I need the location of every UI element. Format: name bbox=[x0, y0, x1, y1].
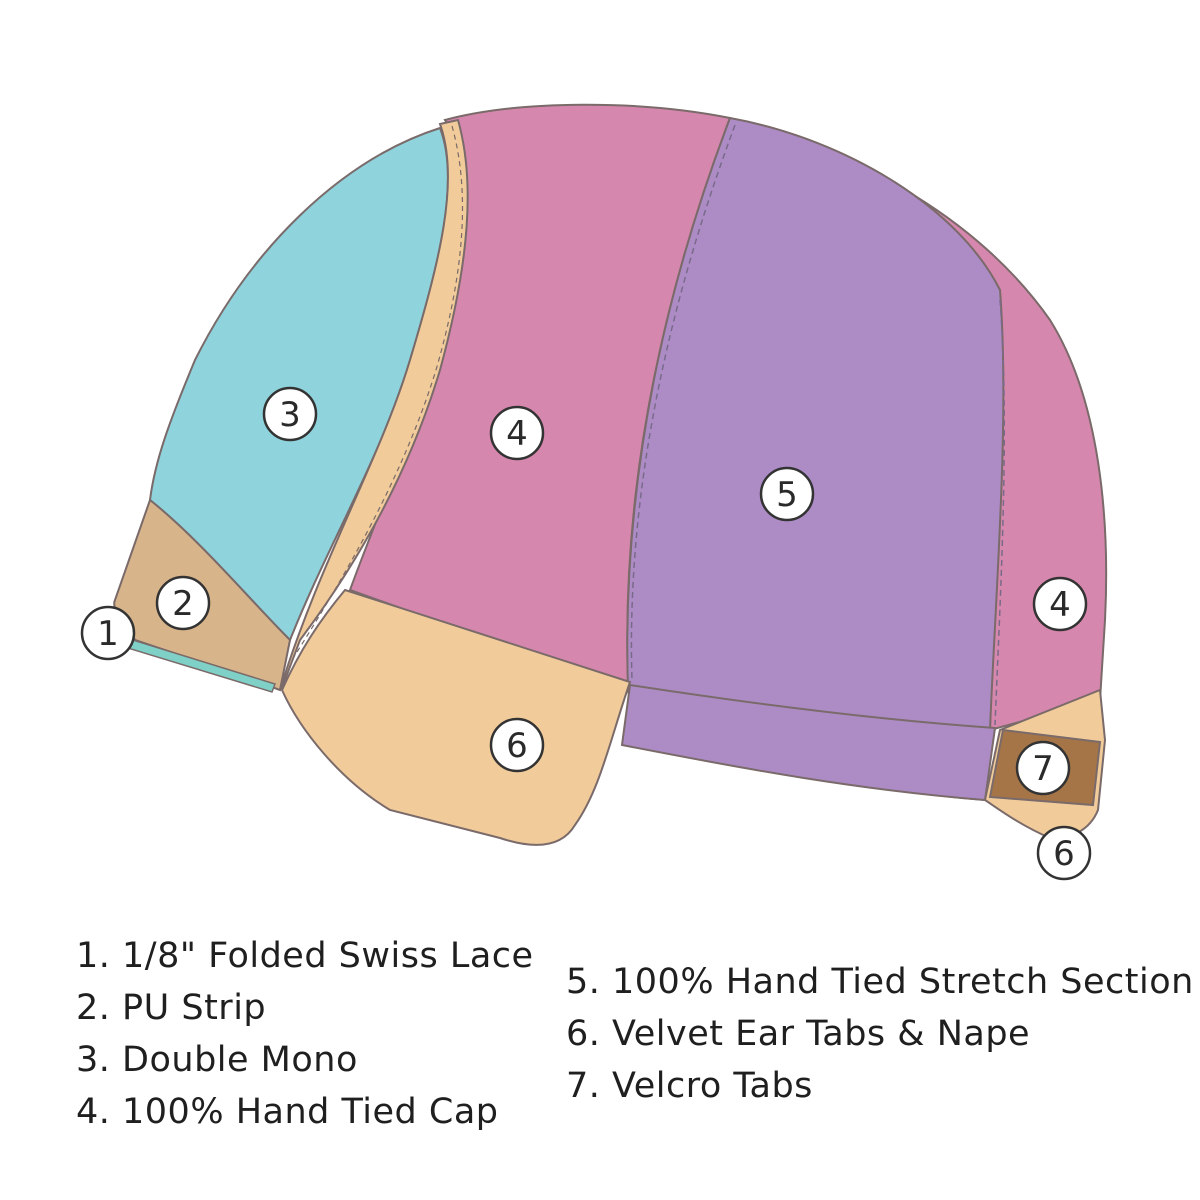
stitch-line bbox=[630, 124, 736, 681]
legend-item-double-mono: 3. Double Mono bbox=[76, 1040, 358, 1080]
marker-4b: 4 bbox=[1032, 576, 1088, 632]
marker-6b-label: 6 bbox=[1053, 834, 1075, 874]
marker-2: 2 bbox=[155, 575, 211, 631]
marker-3: 3 bbox=[262, 386, 318, 442]
region-ear-tab-front bbox=[280, 588, 632, 846]
marker-5: 5 bbox=[759, 466, 815, 522]
stitch-line bbox=[291, 125, 464, 661]
stitch-line bbox=[994, 299, 1006, 726]
marker-7: 7 bbox=[1015, 740, 1071, 796]
legend-item-pu-strip: 2. PU Strip bbox=[76, 988, 267, 1028]
legend-item-ear-tabs: 6. Velvet Ear Tabs & Nape bbox=[566, 1014, 1031, 1054]
legend-item-stretch-section: 5. 100% Hand Tied Stretch Section bbox=[566, 962, 1194, 1002]
region-pu-divider bbox=[279, 118, 469, 691]
marker-6a: 6 bbox=[489, 717, 545, 773]
wig-cap-diagram: 1 2 3 4 5 4 6 7 6 bbox=[80, 103, 1108, 881]
marker-5-label: 5 bbox=[776, 475, 798, 515]
legend-right: 5. 100% Hand Tied Stretch Section 6. Vel… bbox=[566, 956, 1194, 1112]
legend-item-hand-tied-cap: 4. 100% Hand Tied Cap bbox=[76, 1092, 499, 1132]
legend-left: 1. 1/8" Folded Swiss Lace 2. PU Strip 3.… bbox=[76, 930, 534, 1138]
marker-3-label: 3 bbox=[279, 395, 301, 435]
marker-4a-label: 4 bbox=[506, 414, 528, 454]
marker-6b: 6 bbox=[1036, 825, 1092, 881]
marker-1-label: 1 bbox=[97, 614, 119, 654]
marker-1: 1 bbox=[80, 605, 136, 661]
legend-item-swiss-lace: 1. 1/8" Folded Swiss Lace bbox=[76, 936, 534, 976]
marker-7-label: 7 bbox=[1032, 749, 1054, 789]
marker-4a: 4 bbox=[489, 405, 545, 461]
marker-6a-label: 6 bbox=[506, 726, 528, 766]
marker-2-label: 2 bbox=[172, 584, 194, 624]
marker-4b-label: 4 bbox=[1049, 585, 1071, 625]
legend-item-velcro-tabs: 7. Velcro Tabs bbox=[566, 1066, 813, 1106]
